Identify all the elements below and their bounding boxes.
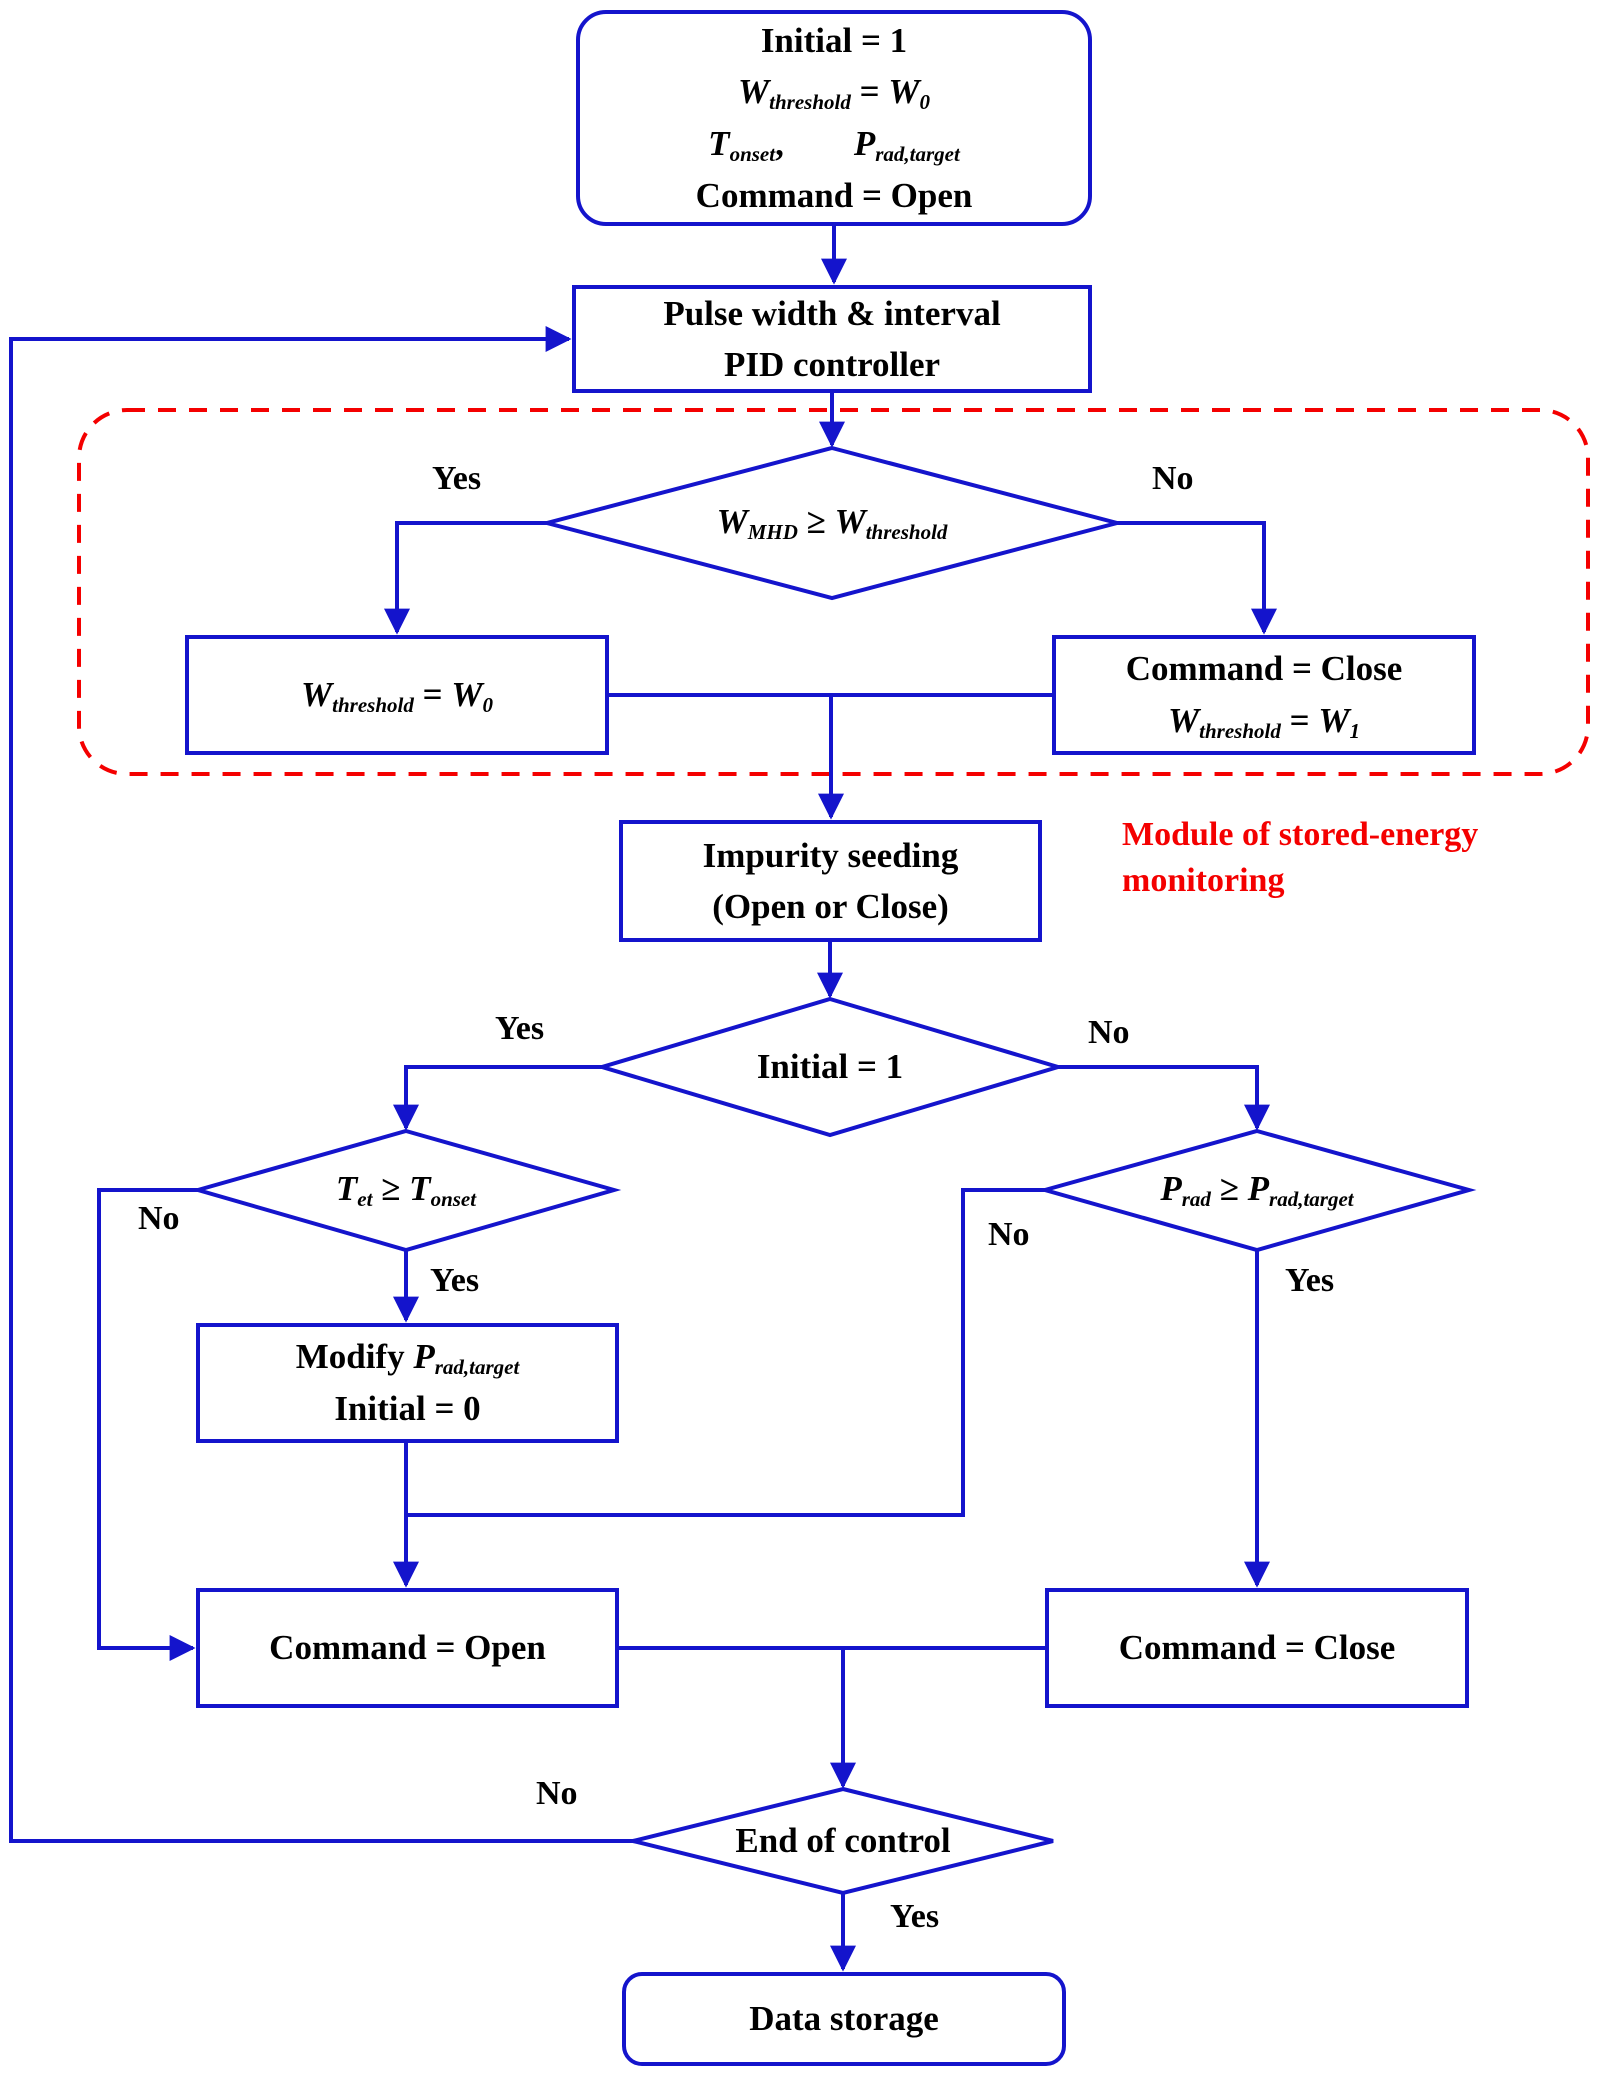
command-close-text: Command = Close [1118,1628,1396,1668]
command-close-node: Command = Close [1045,1588,1469,1708]
modify-line-1: Modify Prad,target [295,1337,520,1380]
decision-prad-shape [1037,1128,1477,1253]
impurity-line-1: Impurity seeding [702,835,959,875]
data-storage-text: Data storage [749,1999,939,2039]
pid-line-2: PID controller [723,345,941,384]
wthreshold-w0-text: Wthreshold = W0 [301,675,493,717]
connector-wmhd-no-to-close-w1 [1117,521,1277,635]
label-end-yes: Yes [890,1898,940,1935]
label-tet-yes: Yes [430,1262,480,1299]
connector-initial-yes-to-tet [393,1065,602,1131]
label-tet-no: No [138,1200,180,1237]
command-open-text: Command = Open [269,1628,546,1668]
module-caption-line-2: monitoring [1122,861,1285,899]
start-line-initial: Initial = 1 [760,20,908,60]
pid-controller-node: Pulse width & interval PID controller [572,285,1092,393]
close-w1-line-2: Wthreshold = W1 [1168,700,1360,743]
connector-end-no-loop-to-pid [9,326,633,1843]
module-caption-line-1: Module of stored-energy [1122,816,1479,853]
decision-tet-shape [190,1128,622,1253]
data-storage-node: Data storage [622,1972,1066,2066]
start-node: Initial = 1 Wthreshold = W0 Tonset, Prad… [576,10,1092,226]
label-initial-yes: Yes [495,1010,545,1047]
label-wmhd-no: No [1152,460,1194,497]
connector-prad-no-join [406,1188,1045,1517]
impurity-seeding-node: Impurity seeding (Open or Close) [619,820,1042,942]
connector-wmhd-yes-to-wthreshold [384,521,547,635]
label-initial-no: No [1088,1014,1130,1051]
connector-tet-no-to-cmd-open [97,1188,198,1661]
decision-end-shape [632,1786,1054,1896]
impurity-line-2: (Open or Close) [712,887,949,926]
pid-line-1: Pulse width & interval [663,293,1001,333]
decision-wmhd-shape [539,445,1125,601]
stored-energy-module-outline [77,408,1590,776]
label-prad-no: No [988,1216,1030,1253]
label-end-no: No [536,1775,578,1812]
command-open-node: Command = Open [196,1588,619,1708]
modify-line-2: Initial = 0 [334,1389,481,1429]
stored-energy-module-caption: Module of stored-energy monitoring [1122,812,1592,904]
label-wmhd-yes: Yes [432,460,482,497]
label-prad-yes: Yes [1285,1262,1335,1299]
modify-prad-node: Modify Prad,target Initial = 0 [196,1323,619,1443]
start-line-command: Command = Open [695,175,973,215]
decision-initial-shape [595,996,1065,1138]
wthreshold-w0-node: Wthreshold = W0 [185,635,609,755]
start-line-wthreshold: Wthreshold = W0 [738,72,930,115]
command-close-w1-node: Command = Close Wthreshold = W1 [1052,635,1476,755]
start-line-tonset-prad: Tonset, Prad,target [708,124,960,166]
close-w1-line-1: Command = Close [1125,649,1403,689]
connector-initial-no-to-prad [1058,1065,1270,1131]
